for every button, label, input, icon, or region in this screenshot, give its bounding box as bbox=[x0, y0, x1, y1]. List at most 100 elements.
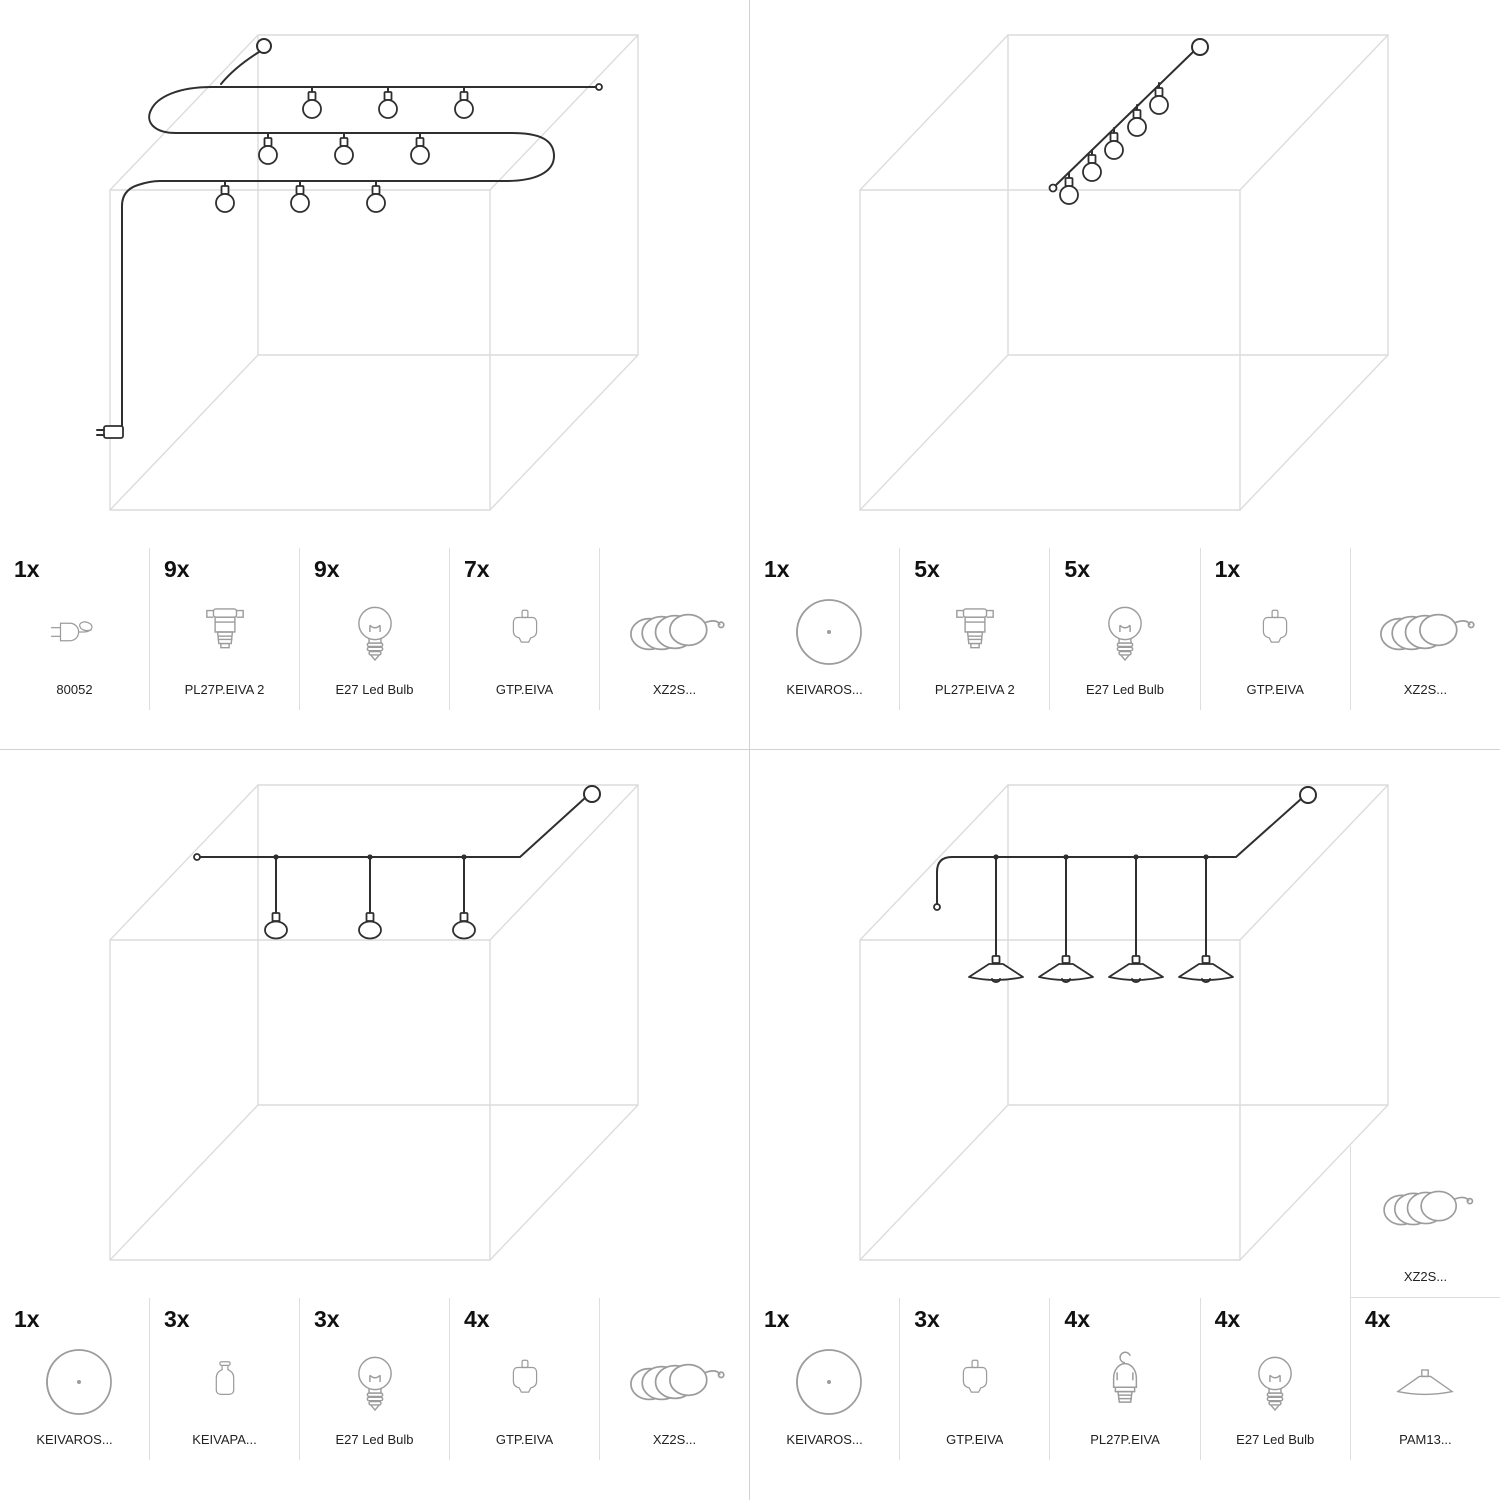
cable-gland-icon bbox=[1201, 582, 1350, 682]
cable-coil-icon bbox=[600, 582, 749, 682]
porcelain-holder-icon bbox=[150, 1332, 299, 1432]
part-cell: 9x PL27P.EIVA 2 bbox=[149, 548, 299, 710]
cable-gland-icon bbox=[450, 582, 599, 682]
led-bulb-icon bbox=[300, 582, 449, 682]
part-code: XZ2S... bbox=[1403, 682, 1448, 697]
part-cell: 1x KEIVAROS... bbox=[0, 1298, 149, 1460]
string-light-cable bbox=[193, 797, 586, 861]
part-code: GTP.EIVA bbox=[495, 1432, 554, 1447]
part-quantity: 1x bbox=[764, 1306, 790, 1332]
part-cell: 9x E27 Led Bulb bbox=[299, 548, 449, 710]
part-cell: 3x E27 Led Bulb bbox=[299, 1298, 449, 1460]
string-light-cable bbox=[121, 83, 603, 428]
parts-strip: 1x KEIVAROS... 3x KEIVAPA... 3x E27 Led … bbox=[0, 1298, 749, 1460]
part-quantity: 1x bbox=[14, 556, 40, 582]
part-code: E27 Led Bulb bbox=[335, 682, 414, 697]
parts-strip: 1x 80052 9x PL27P.EIVA 2 9x E27 Led Bulb… bbox=[0, 548, 749, 710]
part-cell: 3x KEIVAPA... bbox=[149, 1298, 299, 1460]
pendant-lamps bbox=[968, 856, 1234, 983]
part-code: GTP.EIVA bbox=[495, 682, 554, 697]
panel-bottom-left: 1x KEIVAROS... 3x KEIVAPA... 3x E27 Led … bbox=[0, 750, 750, 1500]
part-code: E27 Led Bulb bbox=[1236, 1432, 1315, 1447]
string-bulbs bbox=[215, 86, 474, 213]
part-code: XZ2S... bbox=[652, 682, 697, 697]
panel-top-left: 1x 80052 9x PL27P.EIVA 2 9x E27 Led Bulb… bbox=[0, 0, 750, 750]
part-cell: 1x 80052 bbox=[0, 548, 149, 710]
part-quantity: 4x bbox=[464, 1306, 490, 1332]
ceiling-hook bbox=[583, 785, 601, 803]
ceiling-hook bbox=[1299, 786, 1317, 804]
part-code: GTP.EIVA bbox=[1246, 682, 1304, 697]
part-cell: 4x GTP.EIVA bbox=[449, 1298, 599, 1460]
part-cell: 4x E27 Led Bulb bbox=[1199, 1298, 1350, 1460]
part-quantity: 3x bbox=[914, 1306, 940, 1332]
part-quantity: 5x bbox=[1064, 556, 1090, 582]
part-cell: 1x GTP.EIVA bbox=[1199, 548, 1350, 710]
part-cell: 5x PL27P.EIVA 2 bbox=[899, 548, 1049, 710]
flat-shade-icon bbox=[1351, 1332, 1500, 1432]
part-quantity: 4x bbox=[1364, 1306, 1391, 1332]
lamp-holder-icon bbox=[150, 582, 299, 682]
ceiling-rose-icon bbox=[750, 1332, 899, 1432]
parts-strip: 1x KEIVAROS... 5x PL27P.EIVA 2 5x E27 Le… bbox=[750, 548, 1500, 710]
string-light-cable bbox=[1048, 51, 1194, 193]
lamp-holder-icon bbox=[900, 582, 1049, 682]
part-cell: 7x GTP.EIVA bbox=[449, 548, 599, 710]
led-bulb-icon bbox=[1201, 1332, 1350, 1432]
part-code: XZ2S... bbox=[1403, 1269, 1448, 1284]
part-cell: 1x KEIVAROS... bbox=[750, 1298, 899, 1460]
part-code: PL27P.EIVA bbox=[1090, 1432, 1160, 1447]
ceiling-hook bbox=[1191, 38, 1209, 56]
hook-holder-icon bbox=[1050, 1332, 1199, 1432]
part-code: PL27P.EIVA 2 bbox=[184, 682, 265, 697]
part-quantity: 9x bbox=[314, 556, 340, 582]
cube-wireframe bbox=[109, 34, 639, 511]
part-quantity: 1x bbox=[1214, 556, 1241, 582]
part-code: E27 Led Bulb bbox=[335, 1432, 414, 1447]
cube-wireframe bbox=[109, 784, 639, 1261]
panel-top-right: 1x KEIVAROS... 5x PL27P.EIVA 2 5x E27 Le… bbox=[750, 0, 1500, 750]
cube-wireframe bbox=[859, 34, 1389, 511]
cable-gland-icon bbox=[450, 1332, 599, 1432]
cable-coil-icon bbox=[1351, 1146, 1500, 1269]
part-cell: 1x KEIVAROS... bbox=[750, 548, 899, 710]
ceiling-hook bbox=[220, 38, 272, 85]
part-cell: XZ2S... bbox=[1350, 1146, 1500, 1298]
part-quantity: 9x bbox=[164, 556, 190, 582]
led-bulb-icon bbox=[1050, 582, 1199, 682]
installation-diagram bbox=[96, 34, 639, 511]
part-quantity: 1x bbox=[764, 556, 790, 582]
part-quantity: 1x bbox=[14, 1306, 40, 1332]
led-bulb-icon bbox=[300, 1332, 449, 1432]
part-code: E27 Led Bulb bbox=[1085, 682, 1165, 697]
part-cell: 4x PL27P.EIVA bbox=[1049, 1298, 1199, 1460]
part-code: GTP.EIVA bbox=[946, 1432, 1004, 1447]
cable-gland-icon bbox=[900, 1332, 1049, 1432]
part-code: XZ2S... bbox=[652, 1432, 697, 1447]
part-code: KEIVAROS... bbox=[786, 682, 863, 697]
parts-strip: 1x KEIVAROS... 3x GTP.EIVA 4x PL27P.EIVA… bbox=[750, 1298, 1500, 1460]
part-code: PAM13... bbox=[1399, 1432, 1452, 1447]
plug-icon bbox=[0, 582, 149, 682]
part-quantity: 4x bbox=[1214, 1306, 1241, 1332]
ceiling-rose-icon bbox=[0, 1332, 149, 1432]
string-bulbs bbox=[1059, 82, 1169, 205]
string-light-cable bbox=[933, 798, 1302, 911]
ceiling-rose-icon bbox=[750, 582, 899, 682]
part-quantity: 3x bbox=[164, 1306, 190, 1332]
part-cell: XZ2S... bbox=[599, 1298, 749, 1460]
part-code: KEIVAROS... bbox=[786, 1432, 863, 1447]
part-code: KEIVAPA... bbox=[192, 1432, 257, 1447]
part-quantity: 4x bbox=[1064, 1306, 1090, 1332]
installation-diagram bbox=[109, 784, 639, 1261]
pendant-lamps bbox=[264, 856, 476, 940]
installation-diagram bbox=[859, 784, 1389, 1261]
panel-bottom-right: XZ2S... 1x KEIVAROS... 3x GTP.EIVA 4x PL… bbox=[750, 750, 1500, 1500]
part-quantity: 3x bbox=[314, 1306, 340, 1332]
cable-coil-icon bbox=[1351, 582, 1500, 682]
part-cell: 5x E27 Led Bulb bbox=[1049, 548, 1199, 710]
cable-coil-icon bbox=[600, 1332, 749, 1432]
part-cell: 3x GTP.EIVA bbox=[899, 1298, 1049, 1460]
power-plug bbox=[96, 425, 124, 439]
part-code: 80052 bbox=[56, 682, 93, 697]
